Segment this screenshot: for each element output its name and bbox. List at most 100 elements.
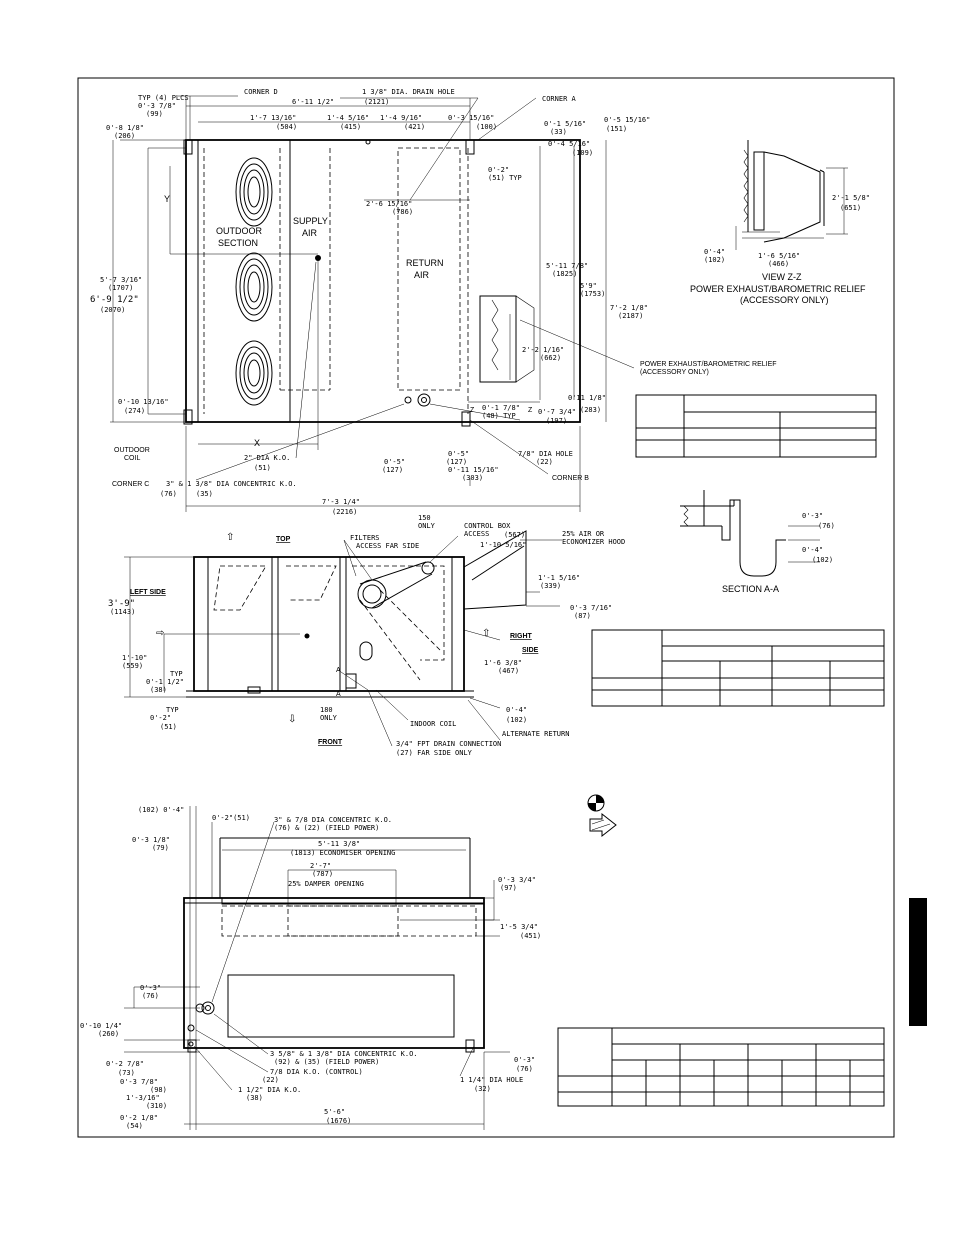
dim-label: 0'-3 3/4" [498,876,536,884]
dim-label: (76) [516,1065,533,1073]
dim-label: (274) [124,407,145,415]
dim-label: (38) [246,1094,263,1102]
dim-label: 0'-3 7/8" [138,102,176,110]
dim-label: 5'9" [580,282,597,290]
dim-label: 2'-7" [310,862,331,870]
dim-label: ONLY [418,522,436,530]
x-label: X [254,438,260,448]
corner-d-label: CORNER D [244,88,278,96]
dim-label: 0'-5" [448,450,469,458]
dim-label: 0'-4 5/16" [548,140,590,148]
return-air-label: RETURN [406,258,444,268]
dim-label: (48) TYP [482,412,516,420]
dim-label: (51) TYP [488,174,522,182]
dim-label: (2216) [332,508,357,516]
dim-label: 0'-3" [140,984,161,992]
y-label: Y [164,194,170,204]
dim-label: 2'-2 1/16" [522,346,564,354]
dim-label: 0'-2 7/8" [106,1060,144,1068]
dim-label: (73) [118,1069,135,1077]
coil-spiral-2 [235,252,273,322]
dim-label: (283) [580,406,601,414]
dim-label: (32) [474,1085,491,1093]
right-arrow: ⇨ [156,628,164,639]
supply-air-label: SUPPLY [293,216,328,226]
damper-opening-label: 25% DAMPER OPENING [288,880,364,888]
dim-label: 1'-6 3/8" [484,659,522,667]
dim-label: 0'-5 15/16" [604,116,650,124]
coil-spiral-1 [235,157,273,227]
dim-label: (151) [606,125,627,133]
dim-label: 0'-10 1/4" [80,1022,122,1030]
dim-label: (1707) [108,284,133,292]
center-of-gravity-legend [587,794,605,812]
dim-label: (102) [812,556,833,564]
dim-label: 180 [320,706,333,714]
concentric-ko-label: 3" & 1 3/8" DIA CONCENTRIC K.O. [166,480,297,488]
control-ko-label: 7/8 DIA K.O. (CONTROL) [270,1068,363,1076]
dim-label: 0'11 1/8" [568,394,606,402]
section-marker: A [336,667,341,674]
dim-label: 0'-3 15/16" [448,114,494,122]
dim-label: 5'-7 3/16" [100,276,142,284]
down-arrow: ⇩ [288,714,296,725]
dim-label: (260) [98,1030,119,1038]
hole-7-8-label: 7/8" DIA HOLE [518,450,573,458]
supply-air-label: AIR [302,228,318,238]
dim-label: (467) [498,667,519,675]
dim-label: 5'-11 7/8" [546,262,588,270]
dim-label: 3'-9" [108,599,135,609]
dim-label: 150 [418,514,431,522]
dim-label: 5'-6" [324,1108,345,1116]
field-power-ko-label: (76) & (22) (FIELD POWER) [274,824,379,832]
dim-label: (1753) [580,290,605,298]
dim-label: (662) [540,354,561,362]
return-air-label: AIR [414,270,430,280]
dim-label: 0'-8 1/8" [106,124,144,132]
dim-label: (54) [126,1122,143,1130]
dim-label: (99) [146,110,163,118]
filters-label: ACCESS FAR SIDE [356,542,419,550]
dim-label: (504) [276,123,297,131]
front-label: FRONT [318,739,343,746]
dim-label: 0'-11 15/16" [448,466,499,474]
dim-label: (98) [150,1086,167,1094]
drain-connection-label: 3/4" FPT DRAIN CONNECTION [396,740,501,748]
dim-label: 1'-4 9/16" [380,114,422,122]
typ-4-plcs: TYP (4) PLCS [138,94,189,102]
dim-label: 0'-10 13/16" [118,398,169,406]
airflow-arrow-legend [589,812,617,838]
dim-label: (303) [462,474,483,482]
edge-tab [909,898,927,1026]
alternate-return-label: ALTERNATE RETURN [502,730,569,738]
two-inch-ko-label: 2" DIA K.O. [244,454,290,462]
indoor-coil-label: INDOOR COIL [410,720,456,728]
dim-label: (1676) [326,1117,351,1125]
dim-label: (76) [142,992,159,1000]
corner-c-label: CORNER C [112,481,149,488]
up-arrow: ⇧ [226,532,234,543]
dim-label: (87) [574,612,591,620]
dim-label: (76) [160,490,177,498]
corner-b-label: CORNER B [552,475,589,482]
dim-label: (127) [382,466,403,474]
power-exhaust-box [479,295,517,383]
dim-label: TYP [170,670,183,678]
dim-label: (33) [550,128,567,136]
hood-label: 25% AIR OR [562,530,605,538]
right-side-label: RIGHT [510,633,533,640]
dim-label: 2'-6 15/16" [366,200,412,208]
dim-label: 1'-4 5/16" [327,114,369,122]
blank-table-3 [557,1027,885,1107]
outdoor-coil-label: OUTDOOR [114,447,150,454]
dim-label: (1143) [110,608,135,616]
dim-label: 2'-1 5/8" [832,194,870,202]
dim-label: (79) [152,844,169,852]
side-view: ⇧ TOP FILTERS ACCESS FAR SIDE 150 ONLY C… [108,514,625,757]
dim-label: (97) [500,884,517,892]
power-exhaust-callout: POWER EXHAUST/BAROMETRIC RELIEF [640,361,777,368]
dim-label: 0'-3 7/16" [570,604,612,612]
section-marker: A [336,691,341,698]
coil-spiral-3 [235,340,273,406]
right-side-label: SIDE [522,647,539,654]
